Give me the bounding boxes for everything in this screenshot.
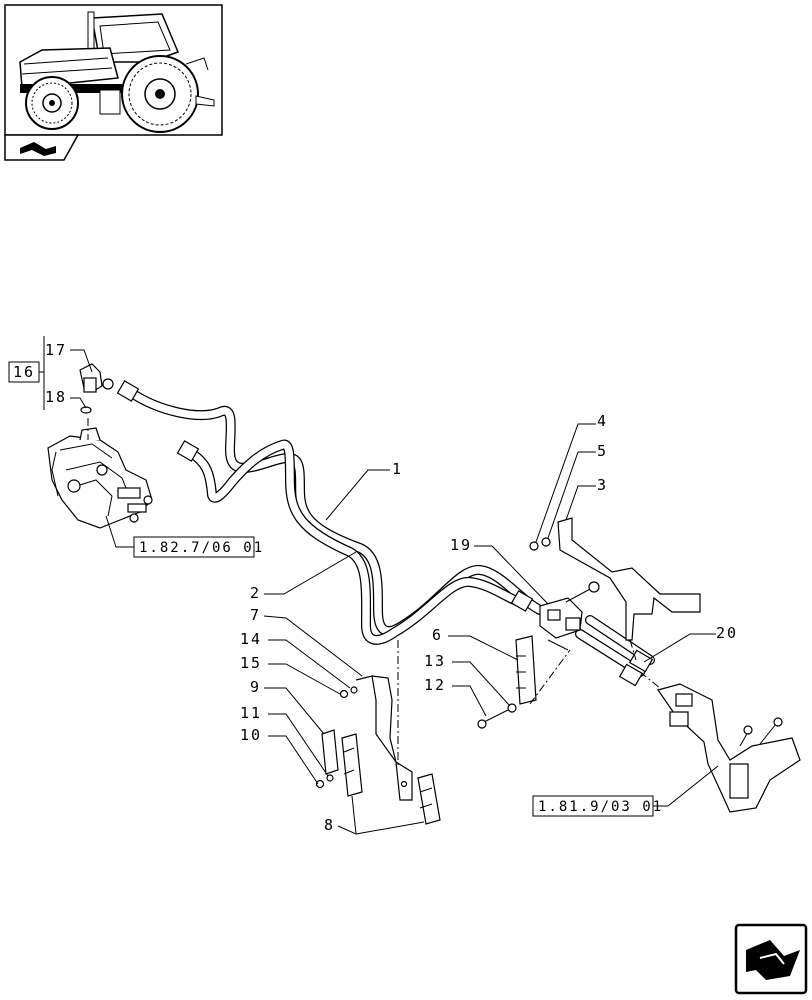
callout-18: 18	[45, 388, 67, 406]
clamp-6	[477, 635, 571, 729]
callout-16: 16	[13, 363, 35, 381]
elbow-fitting	[79, 363, 114, 440]
callout-15: 15	[240, 654, 262, 672]
bracket-7	[355, 640, 413, 801]
callout-1: 1	[392, 460, 403, 478]
ref-pump: 1.82.7/06 01	[139, 540, 264, 556]
next-page-arrow-icon[interactable]	[734, 923, 808, 995]
hydraulic-pipes	[116, 380, 655, 687]
callouts: 16 17 18 1.82.7/06 01 1 2 7 14 15 9 11 1…	[8, 336, 738, 835]
plate-9	[315, 686, 358, 789]
callout-3: 3	[597, 476, 608, 494]
callout-5: 5	[597, 442, 608, 460]
book-section-icon	[4, 134, 80, 161]
callout-19: 19	[450, 536, 472, 554]
pipe-nut-upper	[116, 380, 140, 402]
callout-6: 6	[432, 626, 443, 644]
callout-4: 4	[597, 412, 608, 430]
valve-block	[539, 581, 600, 651]
callout-11: 11	[240, 704, 262, 722]
pipe-nut-lower	[176, 440, 200, 462]
callout-12: 12	[424, 676, 446, 694]
callout-17: 17	[45, 341, 67, 359]
callout-7: 7	[250, 606, 261, 624]
tractor-thumbnail-icon	[4, 4, 223, 136]
clamp-8	[341, 733, 441, 825]
remote-valve-assembly	[639, 671, 801, 813]
callout-9: 9	[250, 678, 261, 696]
callout-13: 13	[424, 652, 446, 670]
callout-2: 2	[250, 584, 261, 602]
callout-8: 8	[324, 816, 335, 834]
callout-14: 14	[240, 630, 262, 648]
bracket-3	[529, 517, 701, 661]
callout-20: 20	[716, 624, 738, 642]
pump-assembly	[47, 427, 153, 529]
callout-10: 10	[240, 726, 262, 744]
ref-valve: 1.81.9/03 01	[538, 799, 663, 815]
